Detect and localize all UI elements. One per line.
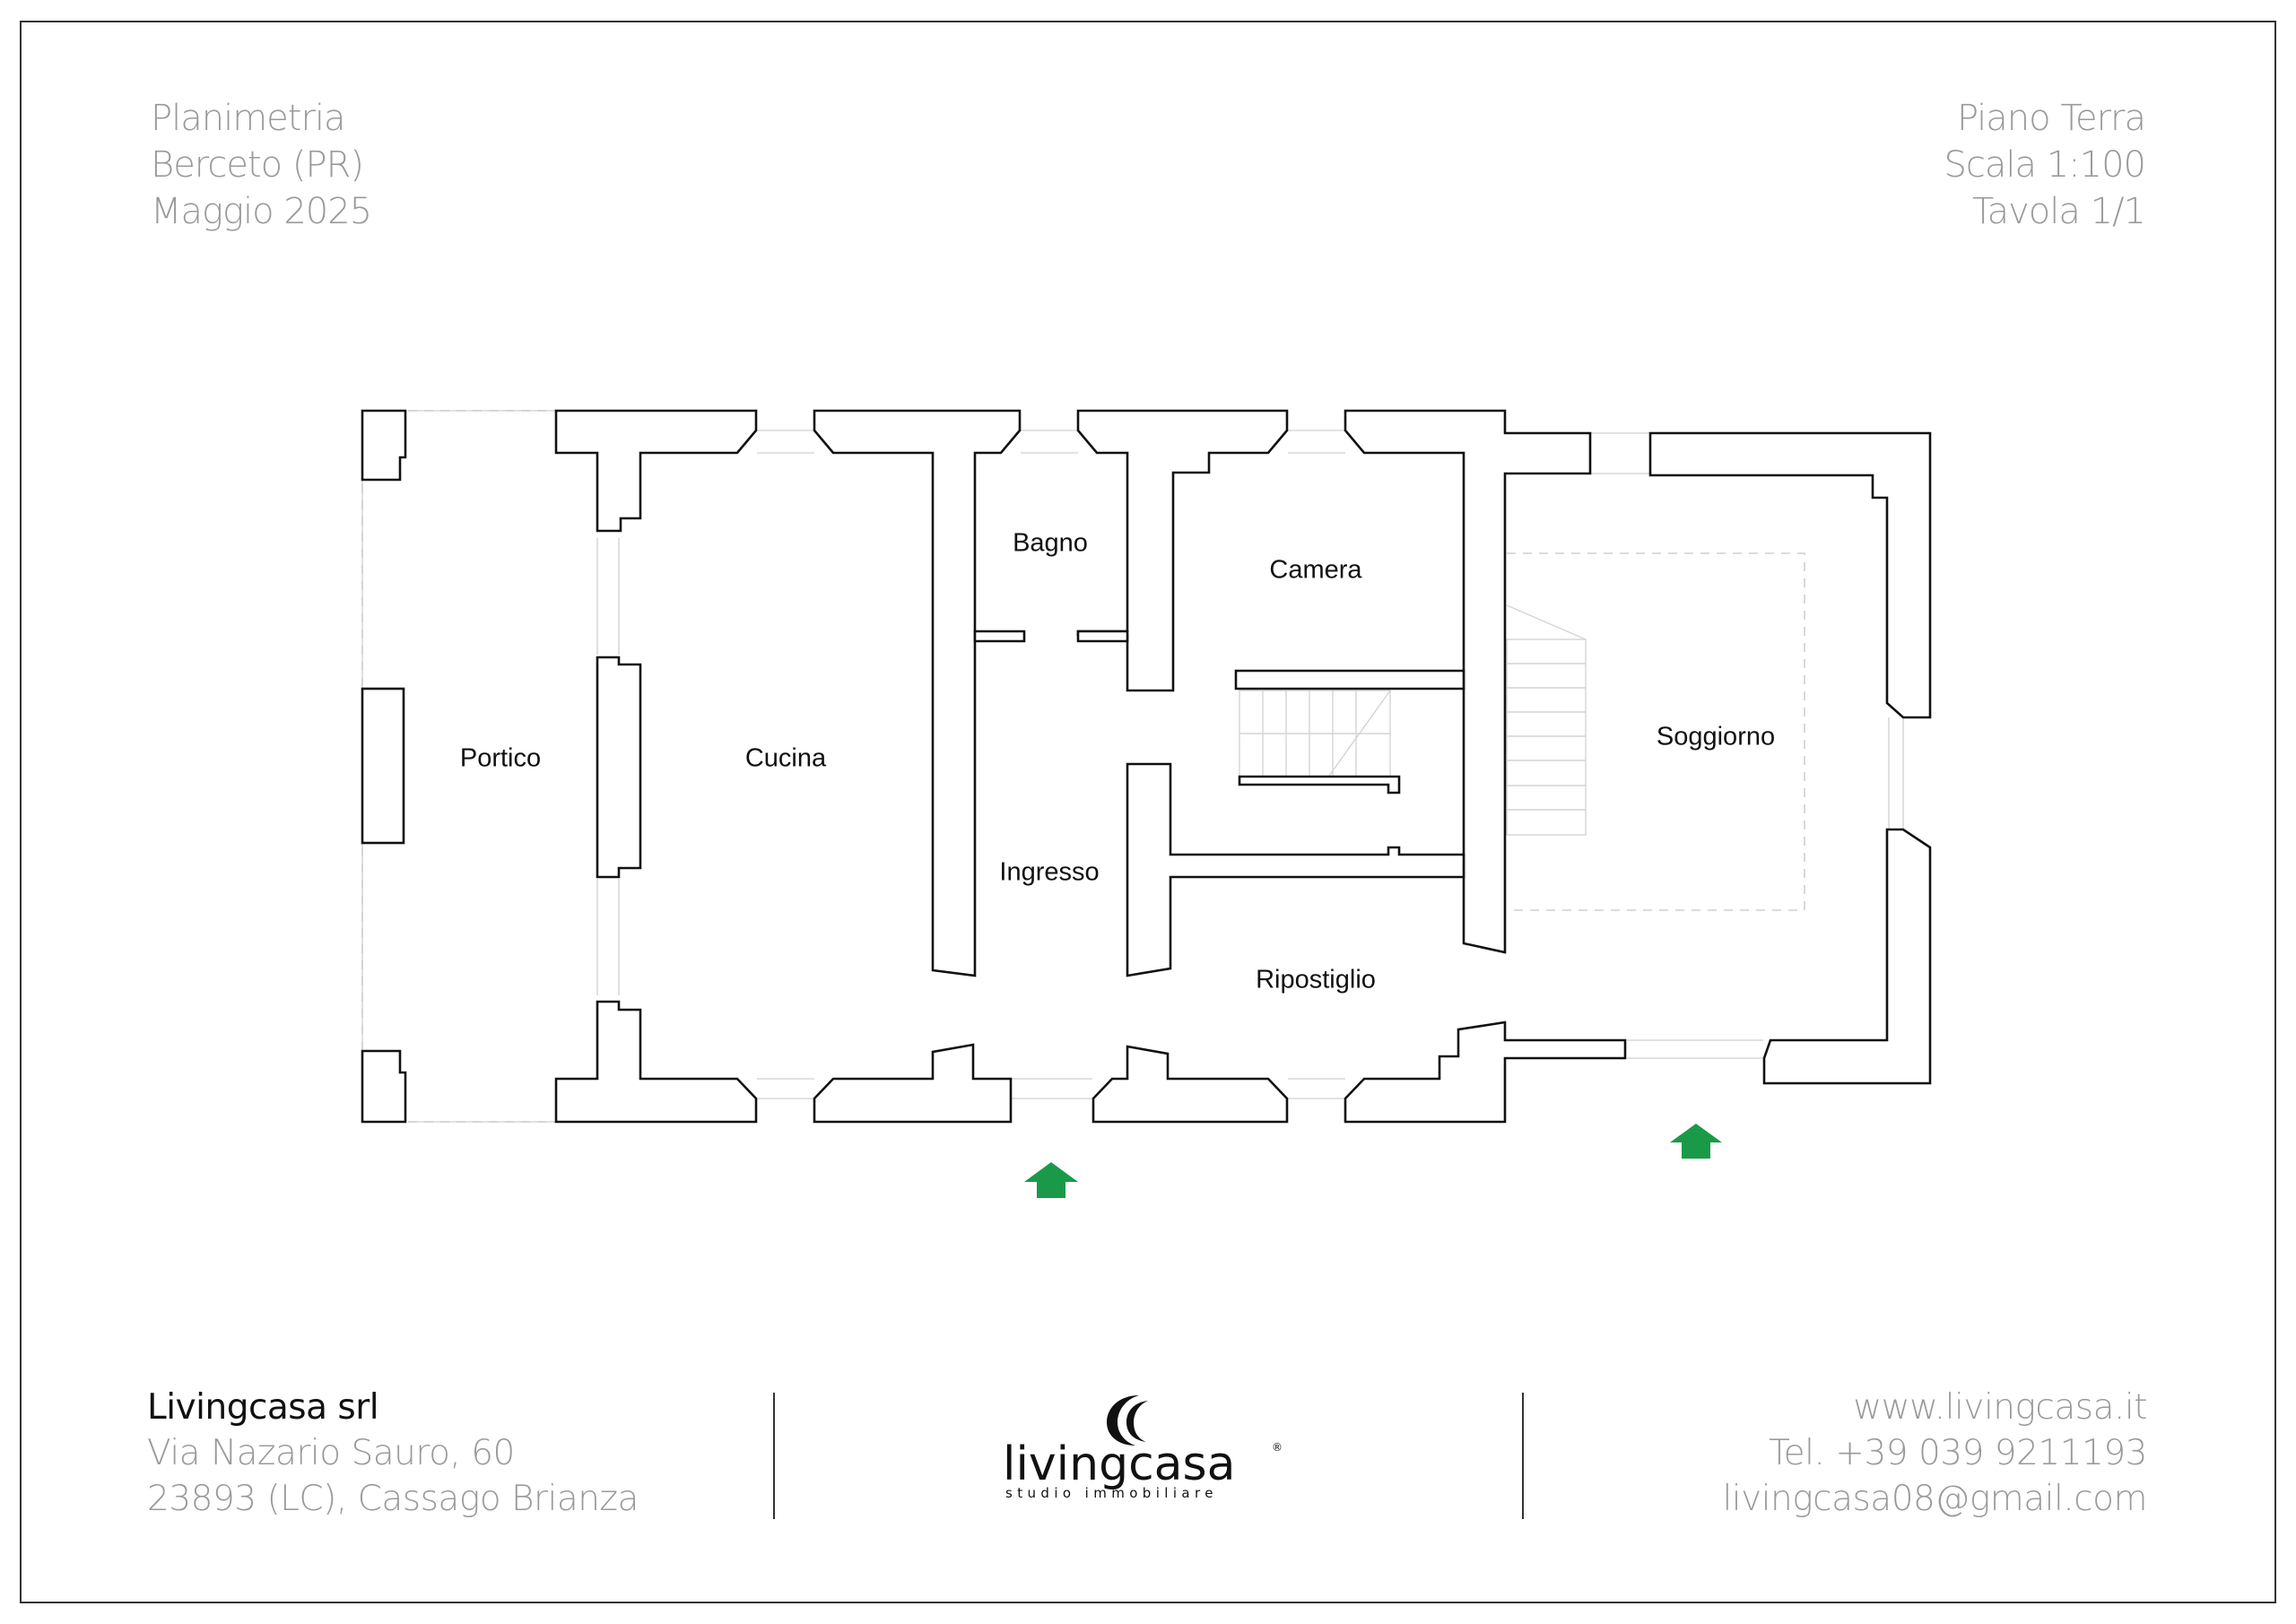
- header-scale: Scala 1:100: [1944, 144, 2146, 186]
- footer-address-line2: 23893 (LC), Cassago Brianza: [147, 1479, 639, 1519]
- header-location: Berceto (PR): [151, 144, 364, 186]
- wall-ingresso-right: [1126, 762, 1465, 977]
- logo-wordmark: livingcasa: [1003, 1437, 1236, 1491]
- wall-bottom-ingresso: [813, 1043, 1013, 1124]
- wall-top-bagno: [1076, 409, 1289, 692]
- wall-top-camera: [1344, 409, 1592, 954]
- wall-soggiorno: [1648, 431, 1932, 719]
- room-label-ripostiglio: Ripostiglio: [1256, 965, 1376, 994]
- header-plan-type: Planimetria: [151, 98, 346, 139]
- footer-website[interactable]: www.livingcasa.it: [1853, 1387, 2147, 1428]
- room-label-cucina: Cucina: [744, 743, 827, 773]
- logo-crescent-icon: [1107, 1395, 1148, 1446]
- footer-address-line1: Via Nazario Sauro, 60: [147, 1433, 515, 1473]
- footer-divider-right: [1522, 1393, 1524, 1519]
- floor-plan: [361, 409, 1932, 1124]
- room-label-soggiorno: Soggiorno: [1656, 722, 1776, 751]
- wall-camera-bottom: [1234, 669, 1465, 690]
- portico-pillar-top: [361, 409, 407, 482]
- logo-tagline: studio immobiliare: [1005, 1485, 1218, 1501]
- wall-cucina-top-left: [554, 409, 758, 533]
- wall-top-cucina: [813, 409, 1022, 977]
- header-right: Piano Terra Scala 1:100 Tavola 1/1: [1944, 95, 2146, 235]
- sheet-frame: [20, 21, 2276, 1603]
- header-sheet: Tavola 1/1: [1971, 191, 2146, 232]
- wall-bagno-left-stub: [973, 630, 1026, 643]
- entrance-arrow-icon: [1024, 1162, 1078, 1198]
- wall-cucina-mid-pier: [596, 656, 642, 879]
- footer-contact-block: www.livingcasa.it Tel. +39 039 9211193 l…: [1722, 1385, 2147, 1522]
- wall-stair-landing: [1238, 775, 1401, 795]
- footer-phone[interactable]: Tel. +39 039 9211193: [1768, 1433, 2148, 1473]
- wall-soggiorno-bottom: [1762, 828, 1932, 1085]
- footer-divider-left: [773, 1393, 775, 1519]
- header-left: Planimetria Berceto (PR) Maggio 2025: [151, 95, 372, 235]
- room-label-ingresso: Ingresso: [999, 857, 1100, 887]
- portico-pillar-bottom: [361, 1049, 407, 1124]
- wall-bottom-right: [1344, 1020, 1627, 1124]
- room-label-portico: Portico: [459, 743, 542, 773]
- dashed-outlines: [361, 410, 1805, 1123]
- room-label-bagno: Bagno: [1013, 528, 1088, 558]
- wall-bagno-right-stub: [1076, 630, 1129, 643]
- footer-company-name: Livingcasa srl: [147, 1387, 379, 1428]
- room-label-camera: Camera: [1269, 555, 1362, 585]
- wall-bottom-ripostiglio: [1091, 1045, 1289, 1124]
- footer-email[interactable]: livingcasa08@gmail.com: [1722, 1479, 2147, 1519]
- header-date: Maggio 2025: [151, 191, 372, 232]
- entrance-arrow-icon: [1670, 1124, 1722, 1159]
- logo-registered-mark: ®: [1272, 1441, 1283, 1454]
- wall-cucina-bottom-left: [554, 1000, 758, 1124]
- stairs: [1239, 604, 1587, 836]
- header-floor: Piano Terra: [1956, 98, 2146, 139]
- portico-pillar-middle: [361, 687, 405, 845]
- livingcasa-logo: livingcasa ® studio immobiliare: [1003, 1395, 1283, 1501]
- footer-company-block: Livingcasa srl Via Nazario Sauro, 60 238…: [147, 1385, 639, 1522]
